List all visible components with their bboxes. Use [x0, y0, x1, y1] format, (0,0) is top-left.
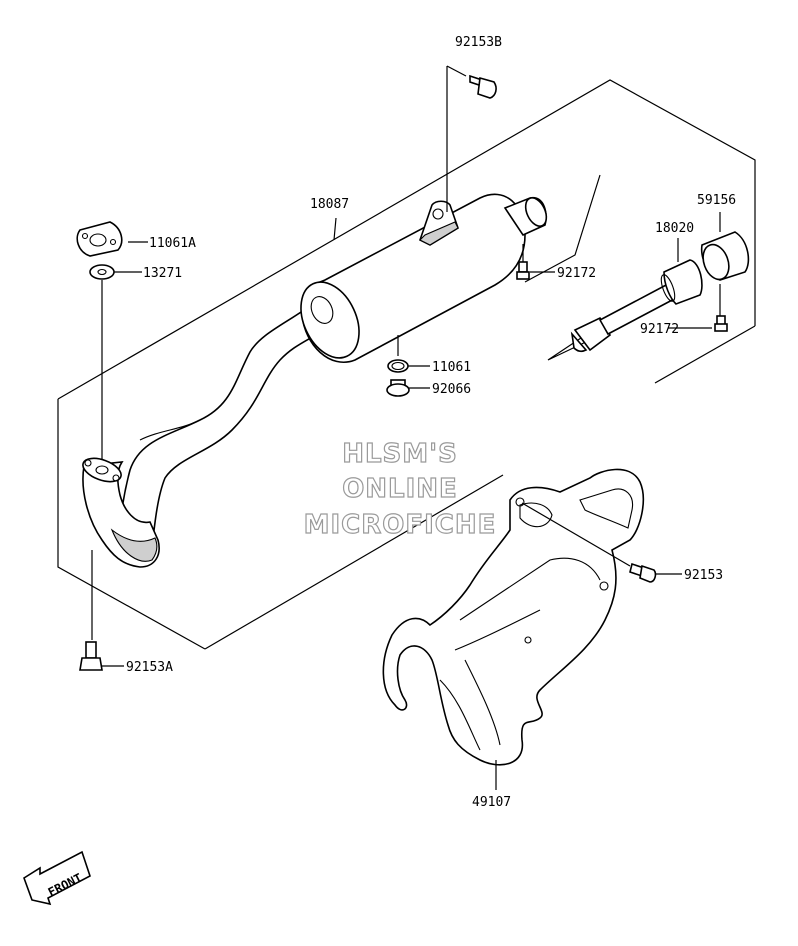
label-18020[interactable]: 18020 [655, 221, 694, 236]
leader-lines [91, 65, 721, 790]
bolt-92153[interactable] [629, 562, 657, 583]
label-92172-upper[interactable]: 92172 [557, 266, 596, 281]
front-arrow: FRONT [23, 850, 91, 906]
label-13271[interactable]: 13271 [143, 266, 182, 281]
end-cap[interactable] [699, 231, 750, 283]
watermark-line-3: MICROFICHE [304, 510, 497, 540]
watermark-line-2: ONLINE [342, 474, 458, 504]
label-92153[interactable]: 92153 [684, 568, 723, 583]
bolt-92172-lower[interactable] [714, 315, 728, 332]
watermark-line-1: HLSM'S [342, 439, 458, 469]
part-labels: 92153B 18087 11061A 13271 92172 59156 18… [126, 35, 736, 810]
exhaust-pipe[interactable] [80, 298, 332, 568]
label-11061A[interactable]: 11061A [149, 236, 196, 251]
label-92172-lower[interactable]: 92172 [640, 322, 679, 337]
spark-arrester[interactable] [570, 259, 703, 353]
label-11061[interactable]: 11061 [432, 360, 471, 375]
label-18087[interactable]: 18087 [310, 197, 349, 212]
watermark: HLSM'S ONLINE MICROFICHE [303, 438, 497, 540]
label-92153B[interactable]: 92153B [455, 35, 502, 50]
label-92153A[interactable]: 92153A [126, 660, 173, 675]
bolt-92153A[interactable] [79, 641, 103, 671]
label-92066[interactable]: 92066 [432, 382, 471, 397]
muffler-guard[interactable] [382, 468, 644, 766]
muffler-body[interactable] [290, 193, 551, 367]
bolt-92172-upper[interactable] [516, 261, 530, 280]
bolt-92153B[interactable] [469, 74, 497, 99]
label-49107[interactable]: 49107 [472, 795, 511, 810]
plug-92066[interactable] [386, 379, 410, 397]
gasket-11061[interactable] [387, 359, 409, 373]
washer-13271[interactable] [89, 264, 115, 280]
label-59156[interactable]: 59156 [697, 193, 736, 208]
gasket-11061A[interactable] [76, 221, 123, 257]
